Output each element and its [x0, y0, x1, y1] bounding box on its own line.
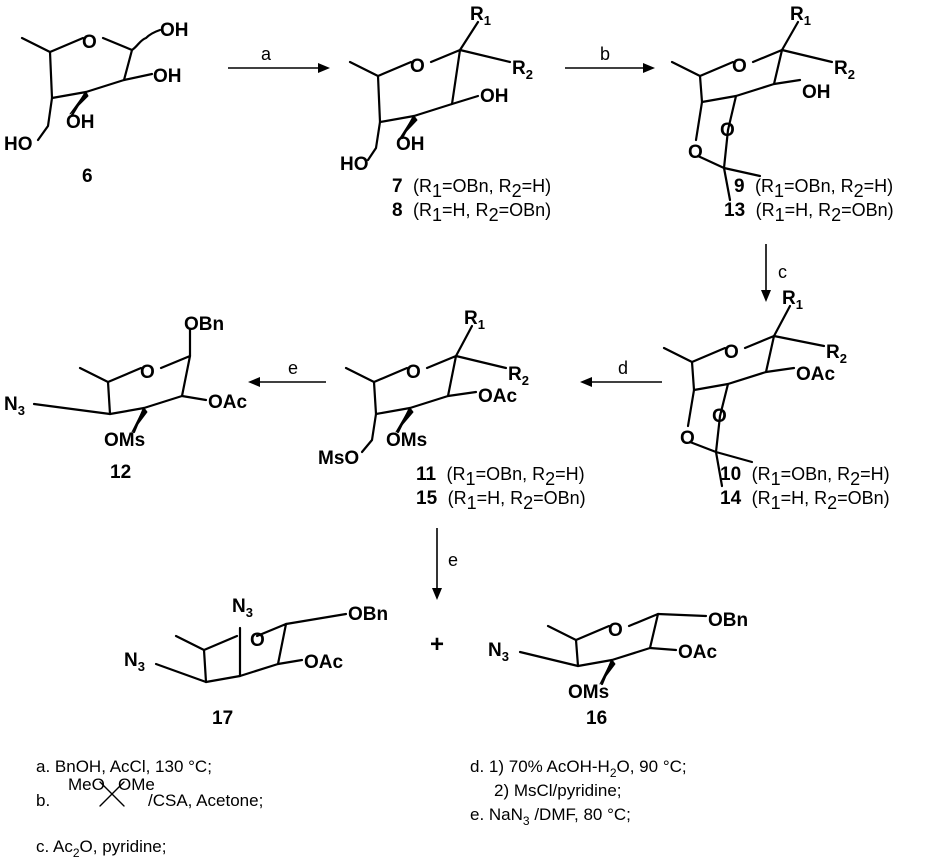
- condition-b-prefix: b.: [36, 791, 50, 810]
- arrow-e-vertical-label: e: [448, 550, 458, 570]
- ring-oxygen: O: [410, 56, 425, 77]
- condition-a: a. BnOH, AcCl, 130 °C;: [36, 757, 212, 776]
- compound-9-13-structure: O O O R1 R2 OH 9 (R1=OBn, R2=H) 13 (R1=H…: [670, 4, 894, 225]
- compound-12-structure: O OBn OAc OMs N3 12: [4, 314, 248, 483]
- oh-c3: OH: [396, 134, 425, 155]
- n3-c4: N3: [4, 394, 25, 418]
- ring-oxygen: O: [732, 56, 747, 77]
- obn-anomeric: OBn: [184, 314, 224, 335]
- arrow-a-label: a: [261, 44, 272, 64]
- arrow-d-label: d: [618, 358, 628, 378]
- oac-c2: OAc: [796, 364, 836, 385]
- r1-group: R1: [782, 288, 803, 312]
- compound-10-line: 10 (R1=OBn, R2=H): [720, 464, 890, 489]
- compound-14-line: 14 (R1=H, R2=OBn): [720, 488, 890, 513]
- condition-b-meo: MeO: [68, 775, 105, 794]
- mso-c4: MsO: [318, 448, 359, 469]
- r1-group: R1: [790, 4, 811, 28]
- plus-sign: +: [430, 631, 444, 658]
- r2-group: R2: [508, 364, 529, 388]
- compound-8-line: 8 (R1=H, R2=OBn): [392, 200, 551, 225]
- condition-d-step1: d. 1) 70% AcOH-H2O, 90 °C;: [470, 757, 687, 780]
- condition-c: c. Ac2O, pyridine;: [36, 837, 166, 860]
- condition-d-step2: 2) MsCl/pyridine;: [494, 781, 622, 800]
- compound-10-14-structure: O O O R1 R2 OAc 10 (R1=OBn, R2=H) 14 (R1…: [662, 288, 890, 513]
- ring-oxygen: O: [406, 362, 421, 383]
- r1-group: R1: [464, 308, 485, 332]
- compound-7-8-structure: O R1 R2 OH OH HO 7 (R1=OBn, R2=H) 8 (R1=…: [340, 4, 551, 225]
- r2-group: R2: [512, 58, 533, 82]
- oh-c2: OH: [802, 82, 831, 103]
- arrow-b: b: [565, 44, 655, 73]
- oac-c2: OAc: [304, 652, 344, 673]
- n3-c3: N3: [232, 596, 253, 620]
- condition-e: e. NaN3 /DMF, 80 °C;: [470, 805, 631, 828]
- compound-6-structure: O OH OH OH HO 6: [4, 20, 189, 187]
- condition-b-rest: /CSA, Acetone;: [148, 791, 263, 810]
- compound-11-15-structure: O R1 R2 OAc OMs MsO 11 (R1=OBn, R2=H) 15…: [318, 308, 586, 513]
- condition-b-ome: OMe: [118, 775, 155, 794]
- oac-c2: OAc: [208, 392, 248, 413]
- oms-c3: OMs: [386, 430, 427, 451]
- compound-7-line: 7 (R1=OBn, R2=H): [392, 176, 551, 201]
- oms-c3: OMs: [568, 682, 609, 703]
- ring-oxygen: O: [724, 342, 739, 363]
- arrow-c: c: [761, 244, 787, 302]
- ho-c4: HO: [4, 134, 33, 155]
- compound-13-line: 13 (R1=H, R2=OBn): [724, 200, 894, 225]
- compound-label-16: 16: [586, 708, 607, 729]
- oh-anomeric: OH: [160, 20, 189, 41]
- r2-group: R2: [834, 58, 855, 82]
- n3-c4: N3: [124, 650, 145, 674]
- r1-group: R1: [470, 4, 491, 28]
- ring-oxygen: O: [82, 32, 97, 53]
- arrow-e-horizontal: e: [248, 358, 326, 387]
- obn-anomeric: OBn: [708, 610, 748, 631]
- acetonide-oxygen-c3: O: [712, 406, 727, 427]
- acetonide-oxygen-c4: O: [680, 428, 695, 449]
- compound-17-structure: O N3 OBn OAc N3 17: [124, 596, 388, 729]
- compound-15-line: 15 (R1=H, R2=OBn): [416, 488, 586, 513]
- ho-c4: HO: [340, 154, 369, 175]
- compound-label-6: 6: [82, 166, 93, 187]
- conditions-legend: a. BnOH, AcCl, 130 °C; b. MeO OMe /CSA, …: [36, 757, 687, 860]
- ring-oxygen: O: [140, 362, 155, 383]
- dimethoxypropane-bonds: [99, 781, 125, 807]
- oh-c3: OH: [66, 112, 95, 133]
- n3-c4: N3: [488, 640, 509, 664]
- oms-c3: OMs: [104, 430, 145, 451]
- oac-c2: OAc: [478, 386, 518, 407]
- arrow-b-label: b: [600, 44, 610, 64]
- arrow-e-vertical: e: [432, 528, 458, 600]
- oh-c2: OH: [153, 66, 182, 87]
- ring-oxygen: O: [250, 630, 265, 651]
- compound-11-line: 11 (R1=OBn, R2=H): [416, 464, 585, 489]
- arrow-c-label: c: [778, 262, 787, 282]
- arrow-a: a: [228, 44, 330, 73]
- arrow-d: d: [580, 358, 662, 387]
- acetonide-oxygen-c4: O: [688, 142, 703, 163]
- obn-anomeric: OBn: [348, 604, 388, 625]
- ring-oxygen: O: [608, 620, 623, 641]
- compound-label-17: 17: [212, 708, 233, 729]
- compound-9-line: 9 (R1=OBn, R2=H): [734, 176, 893, 201]
- compound-label-12: 12: [110, 462, 131, 483]
- r2-group: R2: [826, 342, 847, 366]
- compound-16-structure: O OBn OAc OMs N3 16: [488, 610, 748, 729]
- acetonide-oxygen-c3: O: [720, 120, 735, 141]
- oh-c2: OH: [480, 86, 509, 107]
- arrow-e-horizontal-label: e: [288, 358, 298, 378]
- oac-c2: OAc: [678, 642, 718, 663]
